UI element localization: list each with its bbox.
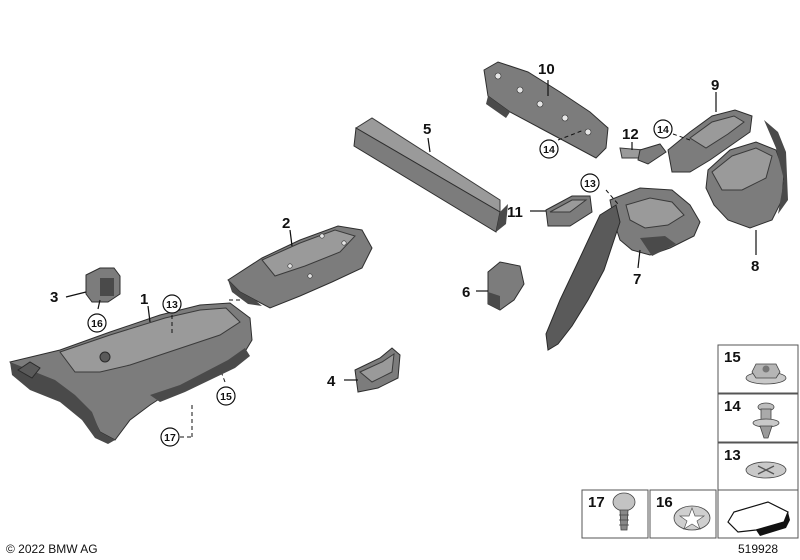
part-12-strip (619, 143, 667, 165)
legend-arrow-box (717, 489, 799, 539)
part-7-wheel-arch-shield (545, 187, 701, 351)
part-8-rear-shield (705, 120, 788, 229)
callout-8: 8 (751, 258, 759, 275)
legend-label-13: 13 (724, 447, 741, 464)
callout-10: 10 (538, 61, 555, 78)
callout-7: 7 (633, 271, 641, 288)
legend-item-17: 17 (581, 489, 649, 539)
callout-9: 9 (711, 77, 719, 94)
fastener-legend: 15 14 13 17 (581, 344, 799, 539)
part-9-upper-shield (667, 109, 753, 173)
part-11-plate (545, 195, 593, 227)
legend-label-14: 14 (724, 398, 741, 415)
legend-label-17: 17 (588, 494, 605, 511)
callout-6: 6 (462, 284, 470, 301)
legend-item-16: 16 (649, 489, 717, 539)
callout-16-circle: 16 (91, 318, 103, 330)
part-4-bracket (354, 347, 401, 393)
callout-4: 4 (327, 373, 336, 390)
part-1-heat-shield (9, 302, 253, 444)
legend-item-13: 13 (717, 442, 799, 492)
part-3-bracket (85, 267, 121, 303)
callout-17-circle: 17 (164, 432, 176, 444)
legend-item-15: 15 (717, 344, 799, 394)
callout-2: 2 (282, 215, 290, 232)
part-2-tunnel-shield (227, 225, 373, 309)
diagram-id: 519928 (738, 542, 778, 556)
callout-5: 5 (423, 121, 431, 138)
callout-13-circle-2: 13 (584, 178, 596, 190)
callout-3: 3 (50, 289, 58, 306)
callout-labels: 1 2 3 4 5 6 7 8 9 10 11 12 13 13 14 14 1… (50, 61, 759, 447)
callout-14-circle-1: 14 (543, 144, 555, 156)
part-10-upper-panel (483, 61, 609, 159)
callout-12: 12 (622, 126, 639, 143)
callout-1: 1 (140, 291, 148, 308)
copyright-text: © 2022 BMW AG (6, 542, 98, 556)
leader-lines (65, 80, 757, 438)
legend-label-16: 16 (656, 494, 673, 511)
part-6-block (487, 261, 525, 311)
legend-label-15: 15 (724, 349, 741, 366)
callout-14-circle-2: 14 (657, 124, 669, 136)
callout-13-circle-1: 13 (166, 299, 178, 311)
legend-item-14: 14 (717, 393, 799, 443)
callout-11: 11 (507, 204, 523, 221)
part-5-insulation-bar (353, 117, 508, 233)
callout-15-circle: 15 (220, 391, 232, 403)
